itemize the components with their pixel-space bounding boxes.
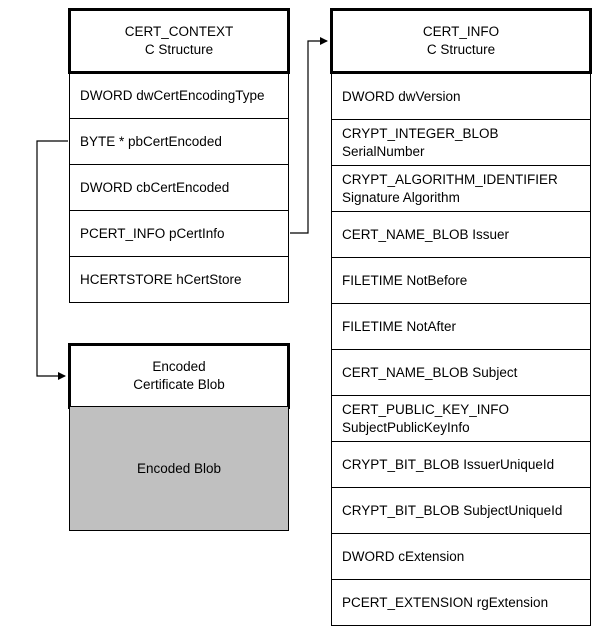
cert-info-field-subjectpublickeyinfo: CERT_PUBLIC_KEY_INFO SubjectPublicKeyInf… [331,395,591,442]
field-label: DWORD cExtension [342,548,465,564]
field-type: CERT_PUBLIC_KEY_INFO [342,401,510,417]
field-name: Signature Algorithm [342,189,460,205]
field-name: SubjectPublicKeyInfo [342,419,470,435]
cert-info-field-issuer: CERT_NAME_BLOB Issuer [331,211,591,258]
cert-info-field-cextension: DWORD cExtension [331,533,591,580]
field-label: FILETIME NotAfter [342,318,457,334]
cert-context-field-hcertstore: HCERTSTORE hCertStore [69,256,289,303]
cert-context-field-pbcertencoded: BYTE * pbCertEncoded [69,118,289,165]
cert-context-field-cbcertencoded: DWORD cbCertEncoded [69,164,289,211]
cert-info-field-subjectuniqueid: CRYPT_BIT_BLOB SubjectUniqueId [331,487,591,534]
encoded-blob-title-line1: Encoded [152,359,206,374]
cert-context-subtitle: C Structure [144,42,214,57]
encoded-blob-label: Encoded Blob [136,461,222,476]
cert-info-field-issueruniqueid: CRYPT_BIT_BLOB IssuerUniqueId [331,441,591,488]
field-label: CRYPT_BIT_BLOB IssuerUniqueId [342,456,555,472]
cert-info-field-notbefore: FILETIME NotBefore [331,257,591,304]
cert-context-field-dwcertencodingtype: DWORD dwCertEncodingType [69,73,289,119]
field-label: DWORD dwCertEncodingType [80,88,265,103]
cert-context-title: CERT_CONTEXT [124,24,234,39]
encoded-blob-title-line2: Certificate Blob [133,377,225,392]
cert-info-field-notafter: FILETIME NotAfter [331,303,591,350]
field-label: CERT_NAME_BLOB Subject [342,364,518,380]
encoded-blob-body: Encoded Blob [69,406,289,531]
field-name: SerialNumber [342,143,425,159]
field-type: CRYPT_ALGORITHM_IDENTIFIER [342,171,558,187]
field-label: CRYPT_BIT_BLOB SubjectUniqueId [342,502,563,518]
cert-context-field-pcertinfo: PCERT_INFO pCertInfo [69,210,289,257]
field-label: DWORD dwVersion [342,88,461,104]
cert-info-title: CERT_INFO [422,24,500,39]
field-label: CERT_NAME_BLOB Issuer [342,226,510,242]
field-label: PCERT_INFO pCertInfo [80,225,225,241]
cert-info-subtitle: C Structure [426,42,496,57]
cert-info-field-dwversion: DWORD dwVersion [331,73,591,120]
field-type: CRYPT_INTEGER_BLOB [342,125,499,141]
encoded-blob-header: Encoded Certificate Blob [68,343,290,409]
cert-info-field-rgextension: PCERT_EXTENSION rgExtension [331,579,591,626]
field-label: FILETIME NotBefore [342,272,468,288]
pcertinfo-connector-arrow [290,37,328,234]
field-label: PCERT_EXTENSION rgExtension [342,594,549,610]
field-label: BYTE * pbCertEncoded [80,133,222,149]
cert-info-field-subject: CERT_NAME_BLOB Subject [331,349,591,396]
pbcertencoded-connector-arrow [36,140,68,380]
cert-info-header: CERT_INFO C Structure [330,8,592,74]
cert-context-header: CERT_CONTEXT C Structure [68,8,290,74]
cert-info-field-serialnumber: CRYPT_INTEGER_BLOB SerialNumber [331,119,591,166]
field-label: DWORD cbCertEncoded [80,179,230,195]
cert-info-field-signature-algorithm: CRYPT_ALGORITHM_IDENTIFIER Signature Alg… [331,165,591,212]
field-label: HCERTSTORE hCertStore [80,271,242,287]
